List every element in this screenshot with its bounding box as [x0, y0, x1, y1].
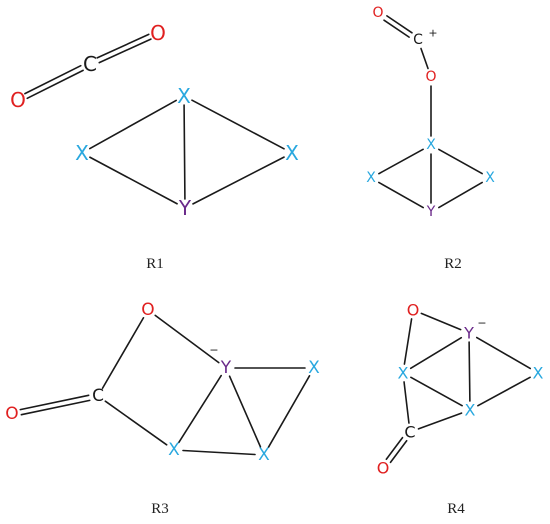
caption-r3: R3	[151, 501, 169, 517]
charge-r2: +	[428, 27, 437, 40]
bond-r1-1-2-a	[98, 38, 152, 64]
atom-o-r3-0: O	[141, 300, 154, 320]
atom-x-r3-6: X	[258, 445, 270, 465]
atom-o-r4-6: O	[377, 459, 390, 478]
atom-y-r4-1: Y	[463, 324, 474, 343]
caption-r2: R2	[444, 256, 462, 272]
atom-x-r2-5: X	[485, 170, 495, 186]
atom-o-r2-0: O	[372, 5, 383, 21]
bond-r2-3-4	[378, 148, 424, 175]
bond-r1-5-6	[192, 156, 285, 205]
bond-r3-1-2-b	[20, 399, 91, 416]
atom-x-r2-3: X	[426, 137, 436, 153]
bond-r2-0-1-a	[383, 19, 410, 38]
bond-r4-1-4	[468, 341, 471, 402]
atom-o-r4-0: O	[407, 301, 420, 320]
bond-r2-1-2	[420, 47, 429, 70]
bond-r4-5-6-b	[389, 439, 408, 464]
charge-r4: −	[477, 317, 486, 330]
bond-r3-1-5	[104, 400, 168, 446]
bond-r4-0-2	[403, 318, 413, 365]
bond-r1-1-2-b	[96, 33, 150, 59]
captions-layer: R1 R2 R3 R4	[146, 256, 465, 517]
atom-x-r4-3: X	[533, 364, 544, 383]
caption-r1: R1	[146, 256, 164, 272]
bond-r1-3-4	[89, 99, 177, 150]
bond-r2-4-6	[378, 181, 424, 209]
atom-c-r4-5: C	[404, 423, 415, 442]
atom-x-r1-3: X	[177, 84, 191, 108]
bond-r4-1-3	[475, 336, 532, 370]
bond-r4-4-5	[417, 412, 463, 430]
atom-x-r2-4: X	[366, 170, 376, 186]
atom-o-r3-2: O	[5, 404, 18, 424]
bond-r1-0-1-b	[24, 64, 82, 95]
bond-r4-2-5	[403, 381, 410, 424]
bond-r3-0-3	[154, 314, 220, 364]
atom-x-r3-5: X	[168, 440, 180, 460]
atom-x-r4-4: X	[465, 401, 476, 420]
bond-r1-0-1-a	[26, 69, 84, 100]
bond-r4-5-6-a	[385, 436, 404, 461]
bond-r2-3-5	[438, 148, 483, 175]
bond-r4-3-4	[477, 376, 531, 407]
bond-r3-0-1	[101, 316, 145, 390]
bond-r1-3-6	[183, 104, 186, 200]
bonds-layer	[19, 15, 532, 464]
atom-c-r1-1: C	[83, 52, 97, 76]
atom-x-r1-4: X	[75, 141, 89, 165]
bond-r3-3-6	[228, 375, 262, 448]
atom-x-r3-4: X	[308, 358, 320, 378]
bond-r3-5-6	[182, 449, 256, 456]
atom-x-r1-5: X	[285, 141, 299, 165]
bond-r3-4-6	[267, 375, 311, 448]
atom-y-r1-6: Y	[178, 196, 192, 220]
atom-c-r2-1: C	[413, 32, 423, 48]
bond-r2-5-6	[437, 181, 484, 209]
bond-r3-1-2-a	[19, 394, 90, 411]
bond-r1-3-5	[191, 99, 285, 150]
atom-c-r3-1: C	[92, 386, 104, 406]
bond-r4-0-1	[420, 312, 462, 331]
caption-r4: R4	[447, 501, 465, 517]
bond-r3-3-5	[178, 374, 222, 444]
charge-r3: −	[209, 344, 218, 357]
atom-o-r1-2: O	[150, 21, 166, 45]
atom-o-r2-2: O	[425, 69, 436, 85]
atom-y-r2-6: Y	[426, 204, 436, 220]
bond-r4-2-4	[410, 376, 463, 407]
atom-y-r3-3: Y	[220, 358, 232, 378]
bond-r4-1-2	[409, 336, 463, 370]
atom-x-r4-2: X	[398, 364, 409, 383]
bond-r2-0-1-b	[386, 15, 413, 34]
bond-r1-4-6	[89, 156, 178, 205]
atom-o-r1-0: O	[10, 88, 26, 112]
